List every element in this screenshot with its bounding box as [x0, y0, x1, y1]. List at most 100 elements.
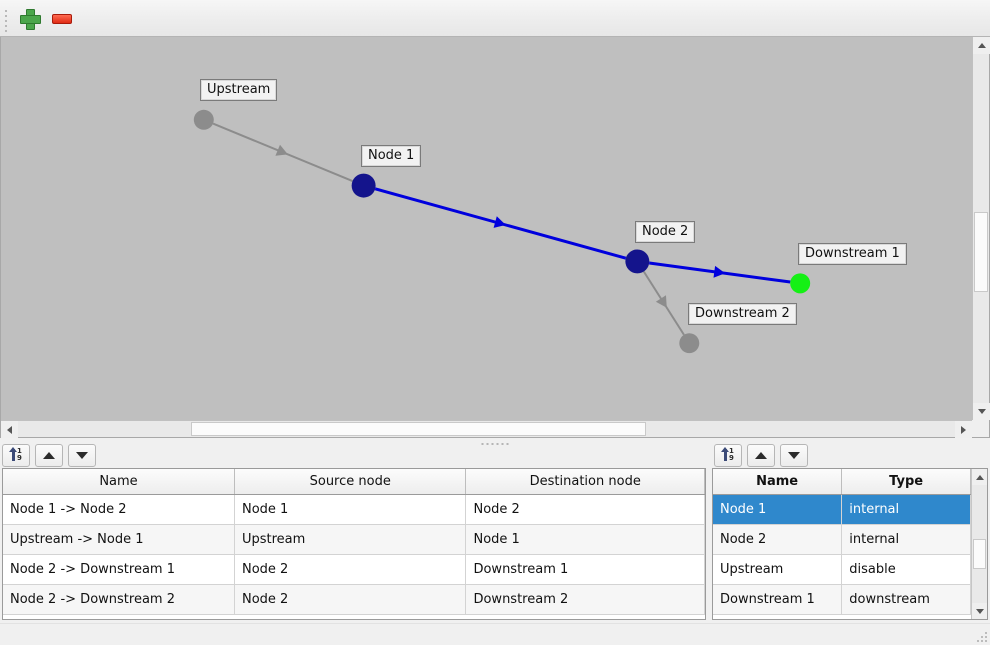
- graph-node-label-downstream2[interactable]: Downstream 2: [688, 303, 797, 325]
- links-cell-name[interactable]: Node 2 -> Downstream 2: [3, 584, 235, 615]
- nodes-column-header[interactable]: Name: [713, 469, 843, 495]
- nodes-cell-type[interactable]: disable: [841, 554, 971, 585]
- links-cell-destination[interactable]: Downstream 2: [465, 584, 705, 615]
- nodes-vertical-scroll-thumb[interactable]: [973, 539, 986, 569]
- graph-edge-arrow-node2-downstream1: [713, 265, 726, 278]
- links-column-header[interactable]: Source node: [234, 469, 467, 495]
- links-cell-source[interactable]: Node 2: [234, 554, 467, 585]
- nodes-cell-type[interactable]: downstream: [841, 584, 971, 615]
- nodes-scroll-up-button[interactable]: [972, 469, 987, 485]
- pane-splitter[interactable]: [0, 438, 990, 450]
- links-cell-name[interactable]: Node 2 -> Downstream 1: [3, 554, 235, 585]
- nodes-column-header[interactable]: Type: [841, 469, 971, 495]
- caret-up-icon: [977, 43, 986, 48]
- nodes-move-up-button[interactable]: [747, 443, 775, 467]
- add-button[interactable]: [14, 4, 44, 33]
- nodes-scroll-down-button[interactable]: [972, 603, 987, 619]
- canvas-vertical-scroll-thumb[interactable]: [974, 212, 988, 292]
- nodes-cell-name[interactable]: Node 1: [713, 494, 843, 525]
- links-cell-destination[interactable]: Node 1: [465, 524, 705, 555]
- graph-node-node1[interactable]: [351, 173, 376, 198]
- nodes-vertical-scrollbar[interactable]: [971, 469, 987, 619]
- caret-right-icon: [961, 425, 966, 434]
- nodes-cell-name[interactable]: Upstream: [713, 554, 843, 585]
- links-cell-name[interactable]: Node 1 -> Node 2: [3, 494, 235, 525]
- nodes-move-down-button[interactable]: [780, 443, 808, 467]
- scrollbar-corner: [972, 420, 989, 437]
- graph-svg: [193, 109, 811, 354]
- links-cell-source[interactable]: Node 2: [234, 584, 467, 615]
- arrow-up-icon: [43, 451, 55, 459]
- links-cell-destination[interactable]: Node 2: [465, 494, 705, 525]
- canvas-scroll-down-button[interactable]: [973, 403, 990, 420]
- graph-edge-arrow-upstream-node1: [275, 144, 288, 156]
- links-cell-source[interactable]: Upstream: [234, 524, 467, 555]
- canvas-horizontal-scrollbar[interactable]: [1, 420, 972, 438]
- caret-left-icon: [7, 425, 12, 434]
- graph-node-label-upstream[interactable]: Upstream: [200, 79, 278, 101]
- caret-down-icon: [977, 409, 986, 414]
- nodes-cell-name[interactable]: Node 2: [713, 524, 843, 555]
- canvas-scroll-up-button[interactable]: [973, 37, 990, 54]
- minus-icon: [52, 13, 72, 24]
- nodes-table-empty-row: [713, 614, 971, 619]
- canvas-horizontal-scroll-thumb[interactable]: [191, 422, 646, 436]
- links-cell-destination[interactable]: Downstream 1: [465, 554, 705, 585]
- nodes-cell-type[interactable]: internal: [841, 494, 971, 525]
- arrow-up-icon: [755, 451, 767, 459]
- graph-node-label-node2[interactable]: Node 2: [635, 221, 696, 243]
- links-table-empty-row: [3, 614, 705, 619]
- toolbar-drag-handle[interactable]: [5, 10, 10, 32]
- caret-up-icon: [976, 474, 984, 480]
- graph-node-label-downstream1[interactable]: Downstream 1: [798, 243, 907, 265]
- remove-button[interactable]: [47, 4, 77, 33]
- links-column-header[interactable]: Name: [3, 469, 235, 495]
- nodes-cell-name[interactable]: Downstream 1: [713, 584, 843, 615]
- window-resize-grip[interactable]: [977, 632, 987, 642]
- canvas-scroll-left-button[interactable]: [1, 421, 18, 438]
- graph-edge-arrow-node2-downstream2: [655, 295, 667, 308]
- arrow-down-icon: [788, 451, 800, 459]
- plus-icon: [19, 9, 41, 30]
- graph-node-downstream2[interactable]: [679, 333, 700, 354]
- graph-edge-arrow-node1-node2: [493, 216, 506, 228]
- graph-node-upstream[interactable]: [193, 109, 214, 130]
- nodes-cell-type[interactable]: internal: [841, 524, 971, 555]
- graph-node-node2[interactable]: [625, 249, 650, 274]
- graph-node-label-node1[interactable]: Node 1: [361, 145, 422, 167]
- main-toolbar: [0, 0, 990, 37]
- caret-down-icon: [976, 608, 984, 614]
- links-cell-name[interactable]: Upstream -> Node 1: [3, 524, 235, 555]
- canvas-vertical-scrollbar[interactable]: [972, 37, 990, 420]
- links-move-up-button[interactable]: [35, 443, 63, 467]
- canvas-scroll-right-button[interactable]: [955, 421, 972, 438]
- graph-node-downstream1[interactable]: [790, 273, 811, 294]
- links-cell-source[interactable]: Node 1: [234, 494, 467, 525]
- links-column-header[interactable]: Destination node: [465, 469, 705, 495]
- links-move-down-button[interactable]: [68, 443, 96, 467]
